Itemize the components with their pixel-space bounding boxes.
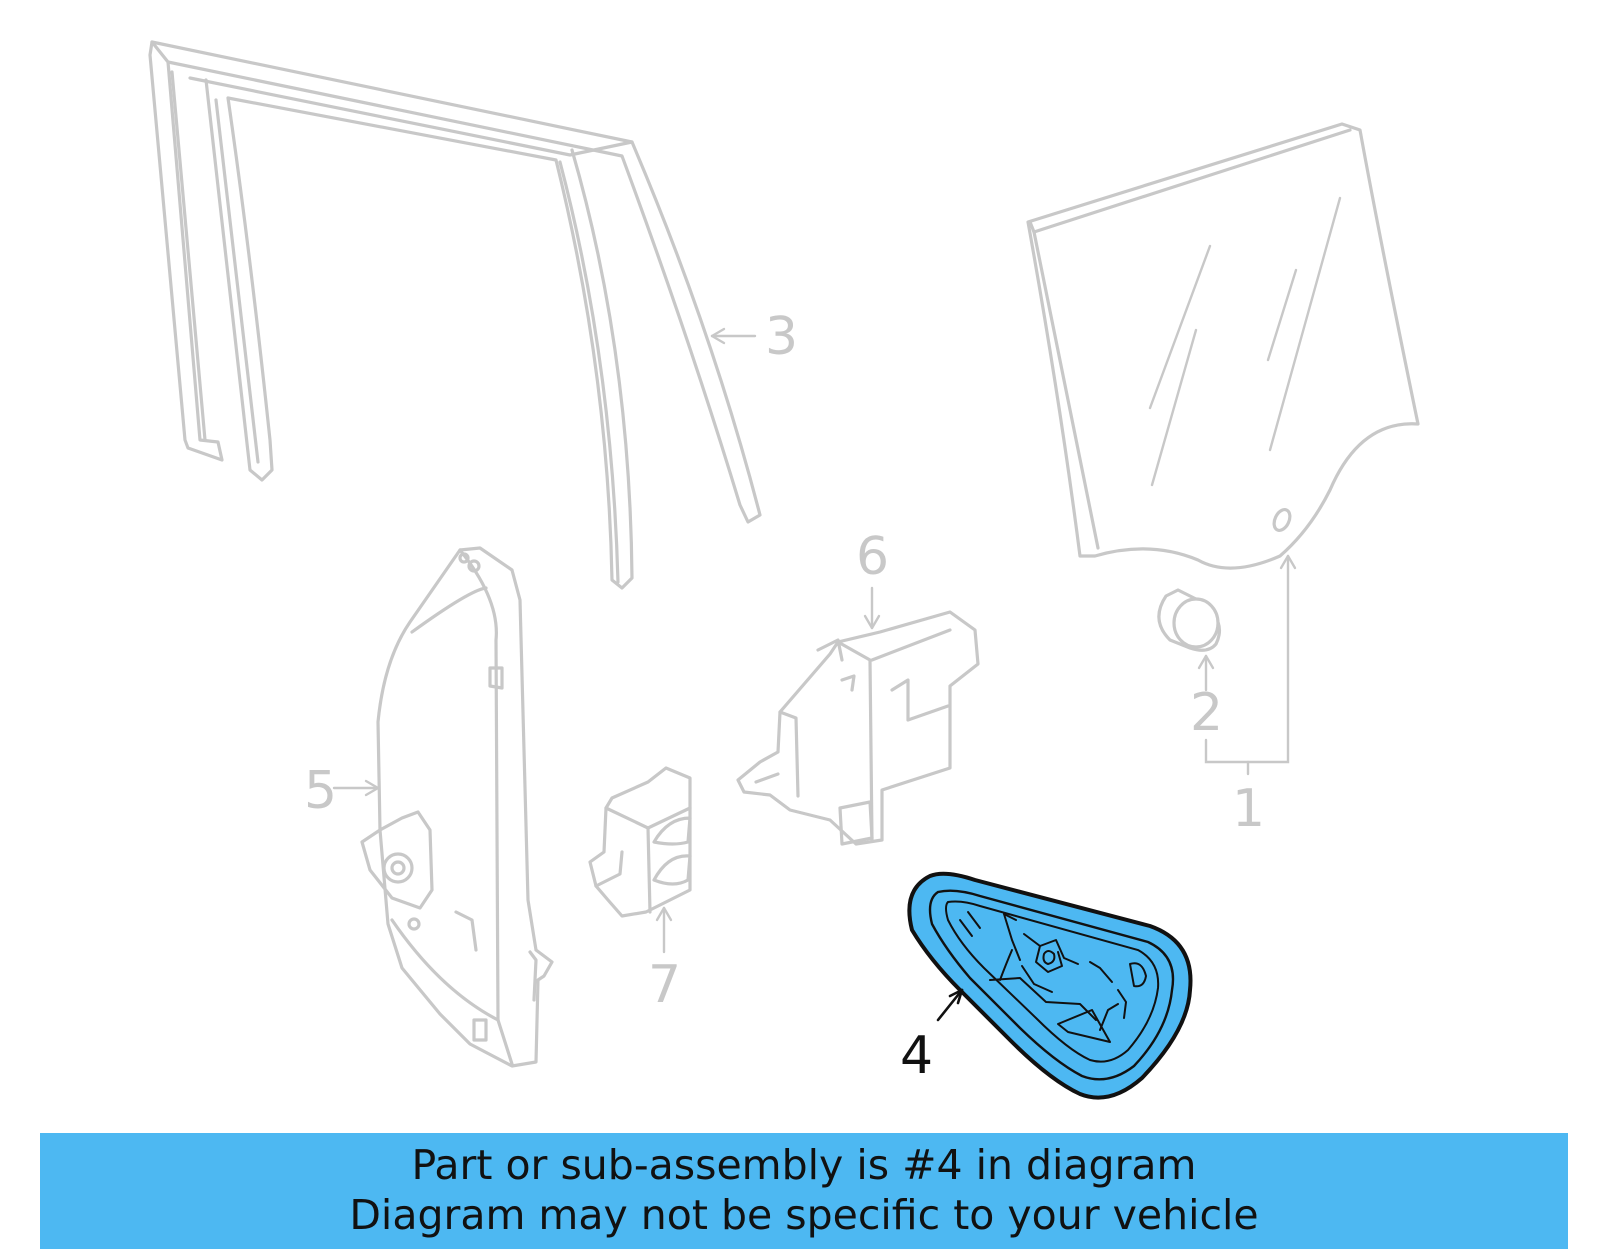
callout-6-label: 6 — [856, 527, 889, 587]
callout-4: 4 — [900, 988, 964, 1086]
callout-7-label: 7 — [648, 955, 681, 1015]
part-7-switch[interactable] — [588, 766, 692, 918]
callout-6: 6 — [856, 527, 889, 630]
callout-5-label: 5 — [304, 761, 337, 821]
part-2-spacer[interactable] — [1157, 588, 1221, 652]
notice-banner: Part or sub-assembly is #4 in diagram Di… — [40, 1133, 1568, 1249]
callout-4-label: 4 — [900, 1026, 933, 1086]
callout-1: 1 — [1204, 554, 1297, 839]
callout-2-label: 2 — [1190, 683, 1223, 743]
callout-3: 3 — [710, 307, 798, 367]
callout-3-label: 3 — [765, 307, 798, 367]
part-4-access-cover[interactable] — [907, 871, 1193, 1100]
callout-2: 2 — [1190, 654, 1223, 743]
part-3-run-channel[interactable] — [148, 40, 762, 590]
banner-line-part: Part or sub-assembly is #4 in diagram — [411, 1141, 1197, 1189]
callout-7: 7 — [648, 906, 681, 1015]
part-1-door-glass[interactable] — [1026, 122, 1420, 570]
parts-diagram: 3 2 1 6 — [148, 40, 1420, 1100]
banner-line-disclaimer: Diagram may not be specific to your vehi… — [349, 1191, 1259, 1239]
part-5-regulator[interactable] — [360, 546, 554, 1068]
callout-1-label: 1 — [1232, 779, 1265, 839]
part-6-motor[interactable] — [736, 610, 980, 846]
callout-5: 5 — [304, 761, 380, 821]
